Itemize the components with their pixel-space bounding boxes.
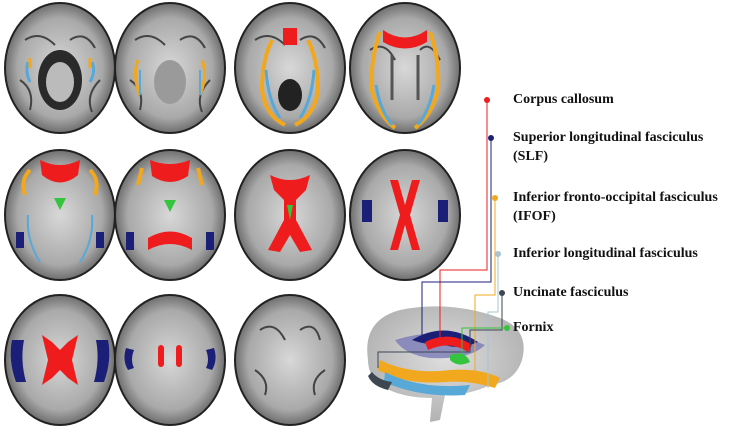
legend-dot-ilf xyxy=(495,251,501,257)
legend-label-slf-line2: (SLF) xyxy=(513,149,548,164)
connector-ilf xyxy=(487,254,499,388)
axial-slice-2-3 xyxy=(234,149,346,281)
legend-dot-ifof xyxy=(492,195,498,201)
connector-fornix xyxy=(461,327,507,358)
legend-label-ilf: Inferior longitudinal fasciculus xyxy=(513,246,698,261)
legend-dot-corpus-callosum xyxy=(484,97,490,103)
axial-slice-2-4 xyxy=(349,149,461,281)
axial-slice-1-3 xyxy=(234,2,346,134)
legend-label-fornix: Fornix xyxy=(513,320,554,335)
connector-ifof xyxy=(474,198,496,372)
axial-slice-3-2 xyxy=(114,294,226,426)
legend-connectors xyxy=(377,100,507,388)
axial-slice-3-1 xyxy=(4,294,116,426)
legend-label-corpus-callosum: Corpus callosum xyxy=(513,92,614,107)
connector-uncinate xyxy=(377,293,503,368)
connector-slf xyxy=(421,138,492,340)
axial-slice-2-2 xyxy=(114,149,226,281)
legend-dot-fornix xyxy=(504,325,510,331)
axial-slice-3-3 xyxy=(234,294,346,426)
legend-label-uncinate: Uncinate fasciculus xyxy=(513,285,629,300)
legend-label-ifof-line1: Inferior fronto-occipital fasciculus xyxy=(513,190,718,205)
axial-slice-1-1 xyxy=(4,2,116,134)
axial-slice-2-1 xyxy=(4,149,116,281)
connector-corpus-callosum xyxy=(439,100,488,345)
legend-dot-slf xyxy=(488,135,494,141)
legend-dot-uncinate xyxy=(499,290,505,296)
legend-label-ifof-line2: (IFOF) xyxy=(513,209,556,224)
axial-slice-1-4 xyxy=(349,2,461,134)
legend-label-slf-line1: Superior longitudinal fasciculus xyxy=(513,130,704,145)
sagittal-brain-3d xyxy=(367,306,524,422)
axial-slice-1-2 xyxy=(114,2,226,134)
